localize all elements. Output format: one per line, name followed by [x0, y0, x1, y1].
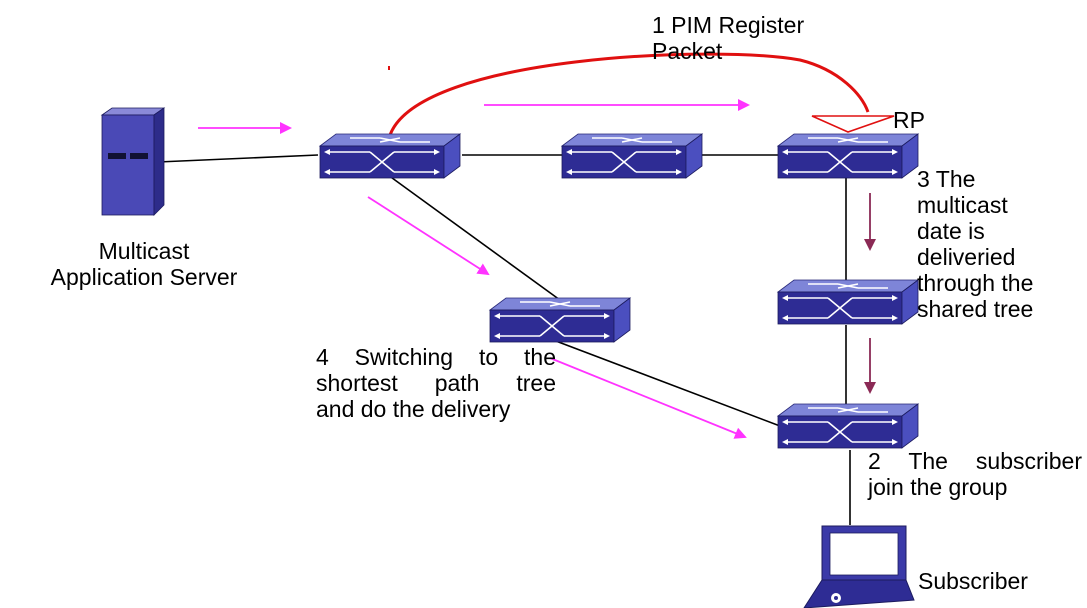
rp-label: RP	[893, 107, 925, 133]
rp-triangle-icon	[811, 115, 895, 133]
arrow-sw1-to-sw4	[367, 196, 490, 276]
server-label: Multicast Application Server	[50, 238, 238, 290]
pim-register-label: 1 PIM Register Packet	[652, 12, 805, 64]
switch-icon-middle	[561, 133, 703, 179]
switch-icon-rp	[777, 133, 919, 179]
switch-icon-spt	[489, 297, 631, 343]
pim-register-arc	[388, 52, 870, 136]
shared-tree-label: 3 The multicast date is deliveried throu…	[917, 166, 1034, 322]
data-flow-arrows	[198, 99, 750, 439]
subscriber-join-label: 2 The subscriber join the group	[868, 448, 1082, 500]
link-server-sw1	[157, 154, 319, 163]
switch-icon-source	[319, 133, 461, 179]
spt-switch-label: 4 Switching to the shortest path tree an…	[316, 344, 556, 422]
arrow-sw4-to-sw6	[549, 357, 747, 439]
link-sw1-sw4	[387, 174, 561, 301]
server-icon	[100, 107, 166, 216]
subscriber-label: Subscriber	[918, 568, 1028, 594]
link-sw4-sw6	[539, 334, 781, 427]
switch-icon-shared	[777, 279, 919, 325]
switch-icon-receiver	[777, 403, 919, 449]
network-links	[157, 154, 851, 525]
laptop-icon	[803, 525, 915, 608]
